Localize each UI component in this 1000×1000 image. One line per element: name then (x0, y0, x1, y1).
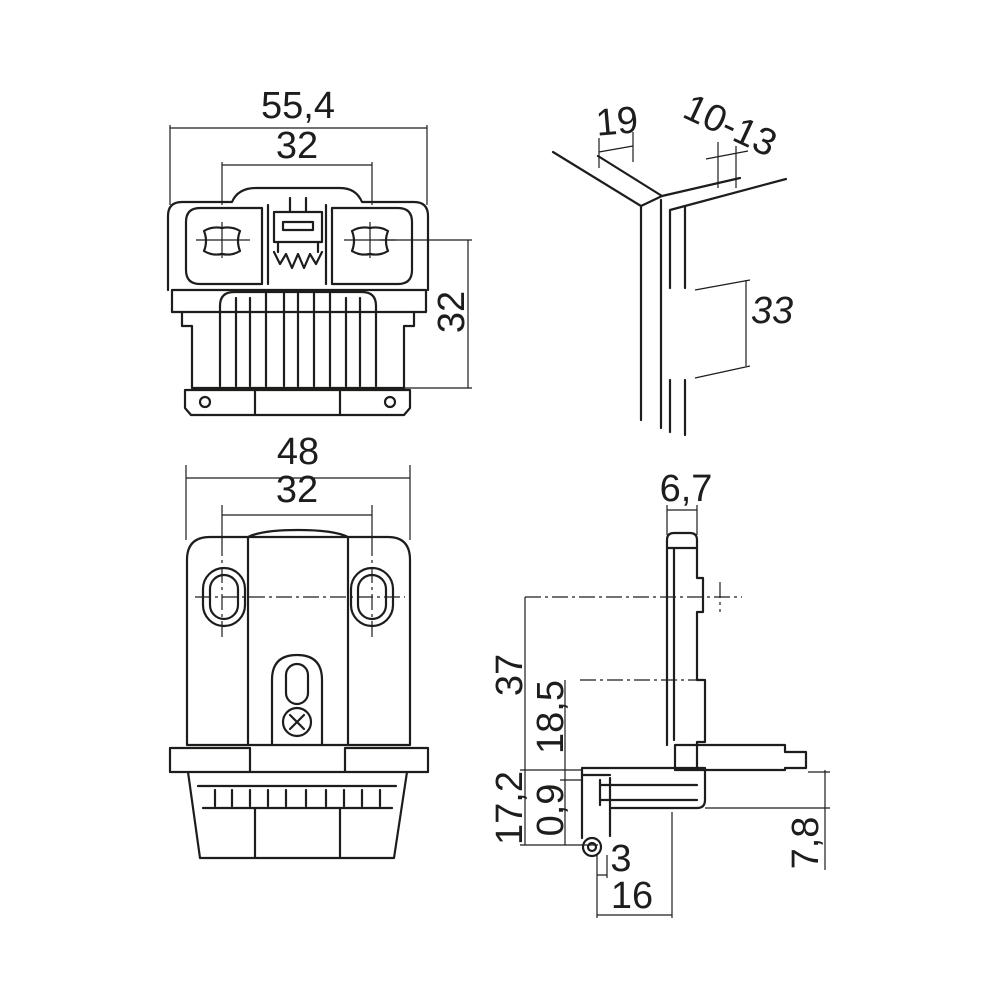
side-dimension-lines (520, 505, 830, 918)
front-cavities (184, 203, 414, 286)
front-lower-body (180, 310, 416, 390)
dim-label-corner-c: 33 (751, 290, 793, 332)
left-slot-inner (208, 573, 240, 621)
dim-label-plate-hole-spacing: 32 (276, 469, 318, 511)
dim-label-front-hole-spacing: 32 (276, 125, 318, 167)
front-clip-mechanism (272, 196, 324, 270)
dim-label-side-7-8: 7,8 (785, 817, 827, 870)
left-slot-outer (201, 566, 247, 628)
right-slot-inner (356, 573, 388, 621)
hinge-arm (665, 531, 707, 747)
adjustment-screw (281, 706, 313, 738)
side-center-lines (525, 582, 742, 681)
screw-cross-icon (288, 713, 306, 731)
center-slot (284, 662, 310, 706)
right-slot-outer (349, 566, 395, 628)
dim-label-side-37: 37 (489, 654, 531, 696)
pivot-outer (581, 836, 603, 858)
bolt-center-marks (196, 222, 396, 258)
plate-view: 48 32 (168, 431, 430, 860)
dim-label-front-width: 55,4 (261, 85, 335, 127)
dim-label-corner-a: 19 (594, 99, 640, 145)
dim-label-side-16: 16 (611, 875, 653, 917)
dim-label-side-17-2: 17,2 (489, 771, 531, 845)
dim-label-front-height: 32 (431, 291, 473, 333)
corner-dimension-lines (598, 132, 751, 379)
front-base (183, 388, 412, 417)
base-hole-left (198, 395, 212, 409)
front-dimension-lines (169, 125, 472, 389)
front-band (170, 288, 428, 314)
base-hole-right (383, 395, 397, 409)
plate-dimension-lines (185, 465, 411, 540)
hinge-base-arm (673, 743, 808, 772)
front-body-outline (166, 186, 430, 292)
dim-label-side-18-5: 18,5 (530, 680, 572, 754)
front-ribs (218, 290, 378, 388)
plate-center-lines (195, 540, 405, 640)
dim-label-side-0-9: 0,9 (530, 784, 572, 837)
side-view: 6,7 37 18,5 17,2 0,9 3 16 7,8 (489, 468, 830, 918)
dim-label-plate-width: 48 (277, 431, 319, 473)
corner-view: 19 10-13 33 (551, 86, 793, 437)
plate-hinge-body (168, 746, 430, 860)
dim-label-corner-b: 10-13 (677, 86, 783, 165)
corner-panel-edges (551, 150, 788, 437)
hinge-cup (580, 766, 707, 840)
front-view: 55,4 32 32 (166, 85, 473, 417)
pivot-inner (586, 841, 598, 853)
center-boss (270, 653, 324, 747)
dim-label-side-3: 3 (610, 838, 631, 880)
mounting-plate-outline (185, 528, 412, 747)
dim-label-side-top: 6,7 (660, 468, 713, 510)
